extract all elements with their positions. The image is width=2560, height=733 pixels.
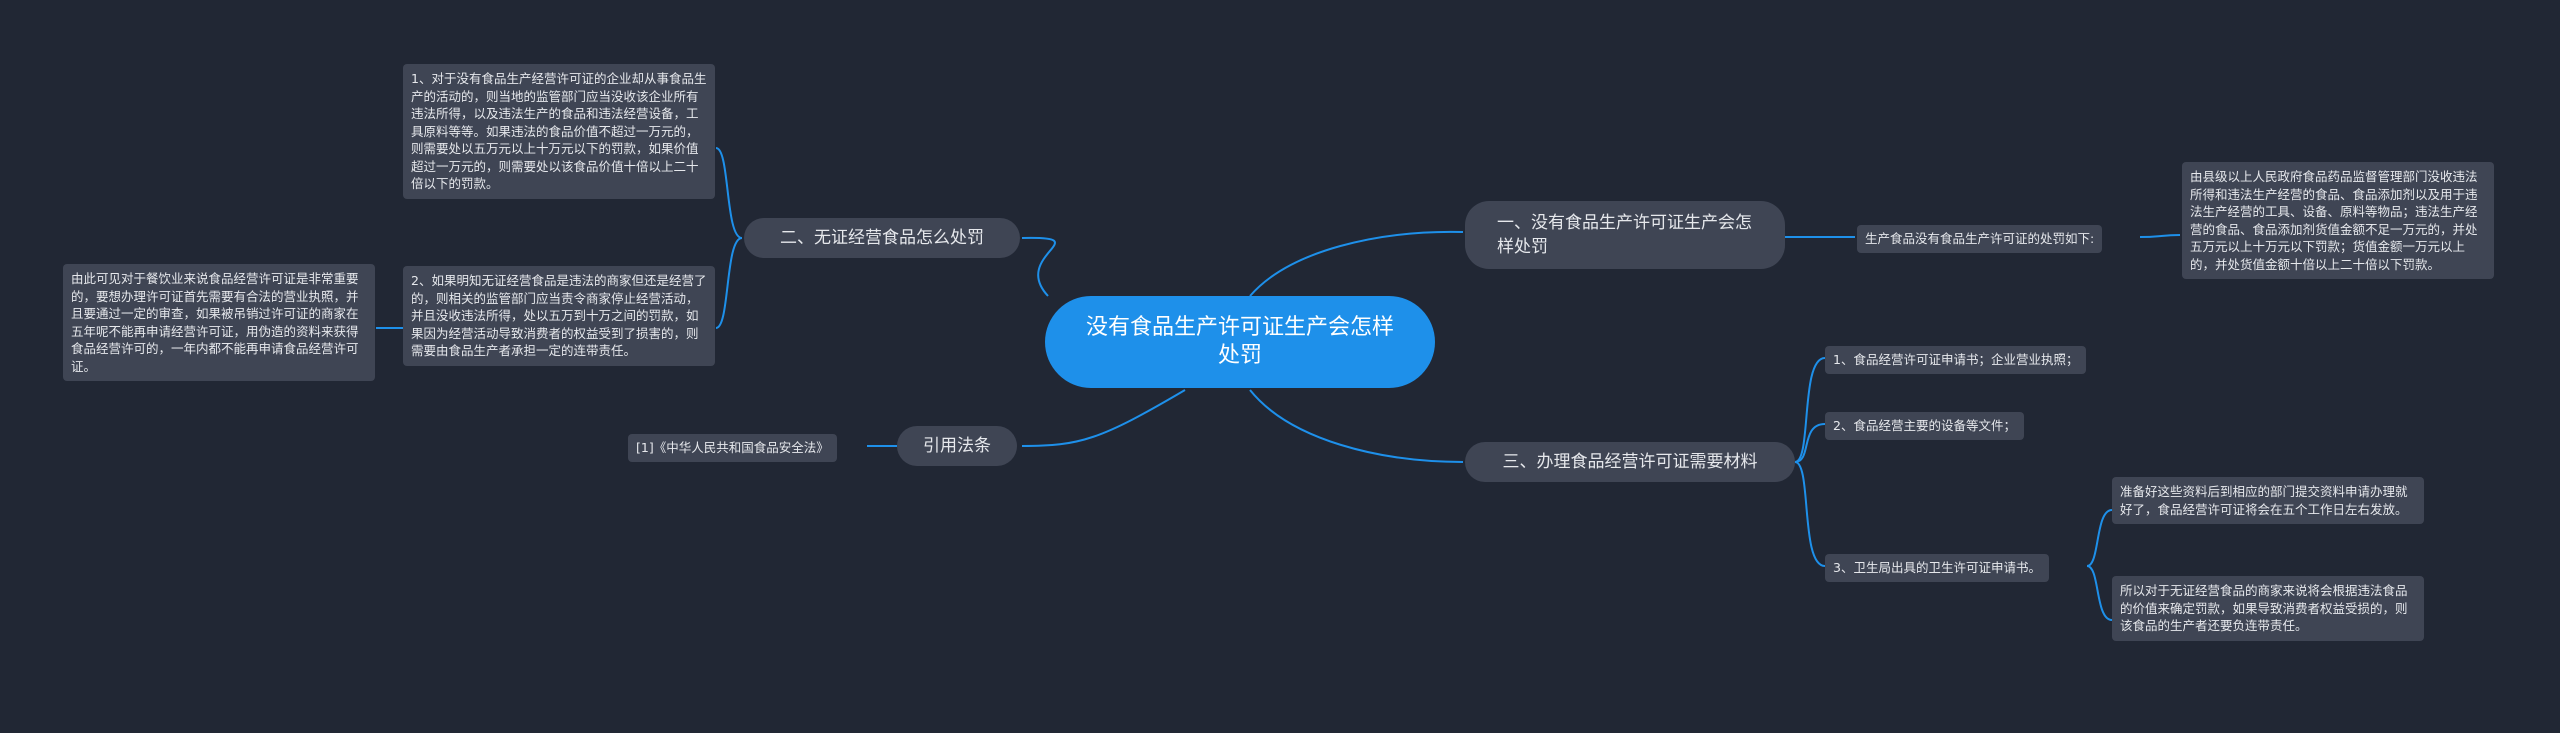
b3-item-3[interactable]: 3、卫生局出具的卫生许可证申请书。 xyxy=(1825,554,2049,582)
branch-unlicensed-operation-penalty-label: 二、无证经营食品怎么处罚 xyxy=(780,228,984,248)
branch-no-license-penalty[interactable]: 一、没有食品生产许可证生产会怎样处罚 xyxy=(1465,201,1785,269)
link-b2-item2 xyxy=(715,237,743,329)
link-item3-detail2 xyxy=(2086,565,2113,621)
b3-detail-1[interactable]: 准备好这些资料后到相应的部门提交资料申请办理就好了，食品经营许可证将会在五个工作… xyxy=(2112,477,2424,524)
branch-unlicensed-operation-penalty[interactable]: 二、无证经营食品怎么处罚 xyxy=(744,218,1020,258)
link-root-b3 xyxy=(1249,389,1464,463)
link-b3-item1 xyxy=(1794,357,1826,463)
b1-subtopic[interactable]: 生产食品没有食品生产许可证的处罚如下: xyxy=(1857,225,2103,253)
b3-item-1[interactable]: 1、食品经营许可证申请书；企业营业执照； xyxy=(1825,346,2087,374)
branch-no-license-penalty-label: 一、没有食品生产许可证生产会怎样处罚 xyxy=(1497,213,1752,257)
link-mid-detail xyxy=(2139,234,2181,238)
b2-item-2-text: 2、如果明知无证经营食品是违法的商家但还是经营了的，则相关的监管部门应当责令商家… xyxy=(411,273,707,358)
b3-item-3-text: 3、卫生局出具的卫生许可证申请书。 xyxy=(1833,560,2041,575)
b2-note-text: 由此可见对于餐饮业来说食品经营许可证是非常重要的，要想办理许可证首先需要有合法的… xyxy=(71,271,359,374)
b3-detail-2-text: 所以对于无证经营食品的商家来说将会根据违法食品的价值来确定罚款，如果导致消费者权… xyxy=(2120,583,2408,633)
b3-item-1-text: 1、食品经营许可证申请书；企业营业执照； xyxy=(1833,352,2079,367)
link-root-b2 xyxy=(1021,236,1056,297)
link-b3-item2 xyxy=(1794,423,1826,463)
branch-required-materials[interactable]: 三、办理食品经营许可证需要材料 xyxy=(1465,442,1795,482)
b3-detail-1-text: 准备好这些资料后到相应的部门提交资料申请办理就好了，食品经营许可证将会在五个工作… xyxy=(2120,484,2408,517)
b2-note[interactable]: 由此可见对于餐饮业来说食品经营许可证是非常重要的，要想办理许可证首先需要有合法的… xyxy=(63,264,375,381)
branch-cited-law-label: 引用法条 xyxy=(923,436,991,456)
branch-cited-law[interactable]: 引用法条 xyxy=(897,426,1017,466)
b1-subtopic-label: 生产食品没有食品生产许可证的处罚如下: xyxy=(1865,231,2095,246)
b2-item-1[interactable]: 1、对于没有食品生产经营许可证的企业却从事食品生产的活动的，则当地的监管部门应当… xyxy=(403,64,715,199)
b3-item-2-text: 2、食品经营主要的设备等文件； xyxy=(1833,418,2016,433)
link-b3-item3 xyxy=(1794,461,1826,567)
b2-item-1-text: 1、对于没有食品生产经营许可证的企业却从事食品生产的活动的，则当地的监管部门应当… xyxy=(411,71,707,191)
b3-item-2[interactable]: 2、食品经营主要的设备等文件； xyxy=(1825,412,2024,440)
root-topic[interactable]: 没有食品生产许可证生产会怎样处罚 xyxy=(1045,296,1435,388)
link-item3-detail1 xyxy=(2086,509,2113,567)
branch-required-materials-label: 三、办理食品经营许可证需要材料 xyxy=(1502,452,1758,472)
b4-reference[interactable]: [1]《中华人民共和国食品安全法》 xyxy=(628,434,837,462)
b1-detail-text: 由县级以上人民政府食品药品监督管理部门没收违法所得和违法生产经营的食品、食品添加… xyxy=(2190,169,2478,272)
link-root-b1 xyxy=(1249,230,1464,297)
b3-detail-2[interactable]: 所以对于无证经营食品的商家来说将会根据违法食品的价值来确定罚款，如果导致消费者权… xyxy=(2112,576,2424,641)
b1-detail[interactable]: 由县级以上人民政府食品药品监督管理部门没收违法所得和违法生产经营的食品、食品添加… xyxy=(2182,162,2494,279)
link-root-b4 xyxy=(1021,389,1186,447)
b2-item-2[interactable]: 2、如果明知无证经营食品是违法的商家但还是经营了的，则相关的监管部门应当责令商家… xyxy=(403,266,715,366)
b4-reference-text: [1]《中华人民共和国食品安全法》 xyxy=(636,440,829,455)
link-b2-item1 xyxy=(715,147,743,239)
root-topic-label: 没有食品生产许可证生产会怎样处罚 xyxy=(1085,315,1394,368)
